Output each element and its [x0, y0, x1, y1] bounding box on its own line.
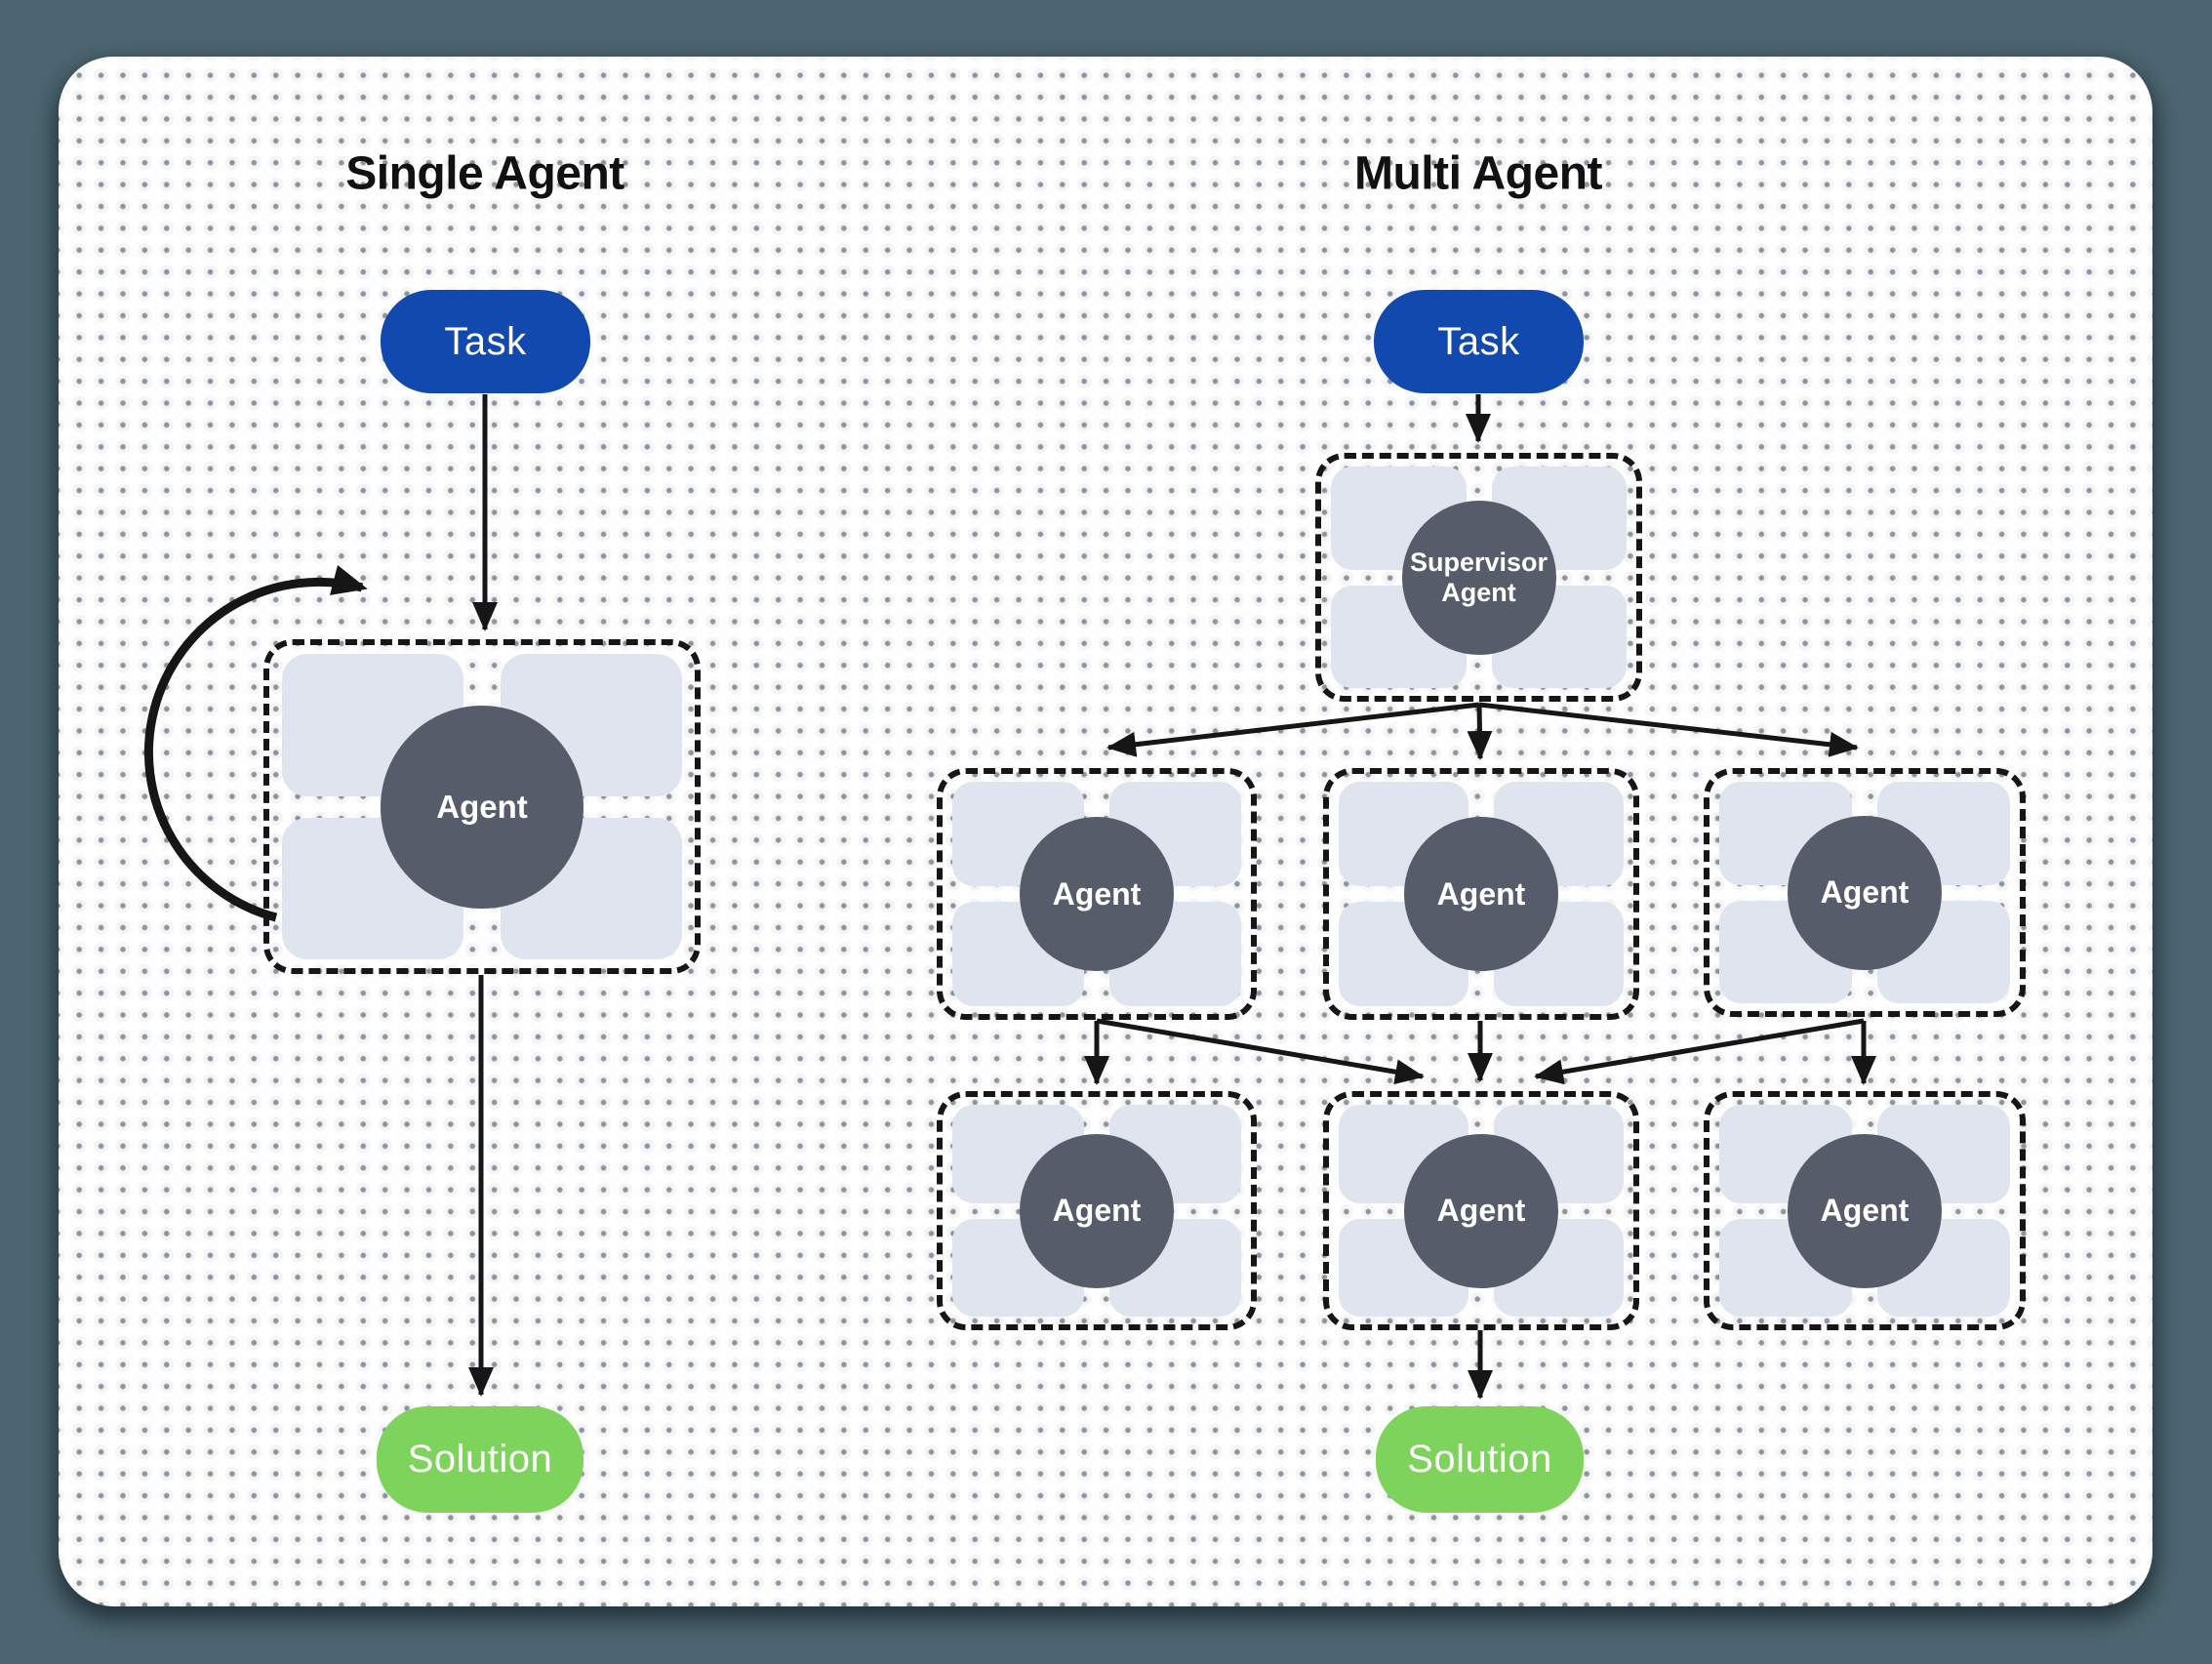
- agent-label: Agent: [1820, 1193, 1910, 1228]
- supervisor-agent-circle: Supervisor Agent: [1401, 500, 1556, 655]
- multi-agent-box-r2c2: Agent: [1323, 1091, 1639, 1330]
- supervisor-agent-label: Supervisor Agent: [1409, 548, 1548, 607]
- single-agent-box: Agent: [263, 639, 701, 974]
- single-agent-title: Single Agent: [345, 147, 624, 200]
- multi-task-label: Task: [1437, 319, 1520, 363]
- agent-label: Agent: [1052, 875, 1142, 912]
- agent-label: Agent: [1820, 874, 1910, 910]
- single-task-label: Task: [444, 319, 527, 363]
- multi-agent-box-r1c3: Agent: [1704, 768, 2026, 1017]
- single-agent-circle: Agent: [381, 705, 583, 909]
- agent-label: Agent: [436, 788, 528, 825]
- agent-circle-r2c3: Agent: [1788, 1133, 1942, 1288]
- multi-task-pill: Task: [1374, 290, 1584, 393]
- agent-circle-r1c3: Agent: [1788, 815, 1942, 970]
- agent-circle-r2c1: Agent: [1020, 1133, 1174, 1288]
- agent-label: Agent: [1436, 1193, 1526, 1228]
- agent-circle-r1c1: Agent: [1020, 817, 1174, 971]
- agent-circle-r2c2: Agent: [1404, 1133, 1558, 1288]
- tool-tiles: [1709, 774, 2020, 1011]
- agent-label: Agent: [1436, 875, 1526, 912]
- multi-solution-label: Solution: [1407, 1438, 1552, 1481]
- multi-agent-box-r1c1: Agent: [937, 768, 1257, 1020]
- multi-agent-title: Multi Agent: [1354, 147, 1603, 200]
- single-solution-label: Solution: [407, 1438, 553, 1481]
- single-solution-pill: Solution: [377, 1406, 583, 1513]
- multi-agent-box-r2c1: Agent: [937, 1091, 1257, 1330]
- single-task-pill: Task: [381, 290, 590, 393]
- agent-circle-r1c2: Agent: [1404, 817, 1558, 971]
- multi-agent-box-r2c3: Agent: [1704, 1091, 2026, 1330]
- multi-agent-box-r1c2: Agent: [1323, 768, 1639, 1020]
- agent-label: Agent: [1052, 1193, 1142, 1228]
- supervisor-agent-box: Supervisor Agent: [1315, 453, 1642, 702]
- multi-solution-pill: Solution: [1376, 1406, 1584, 1513]
